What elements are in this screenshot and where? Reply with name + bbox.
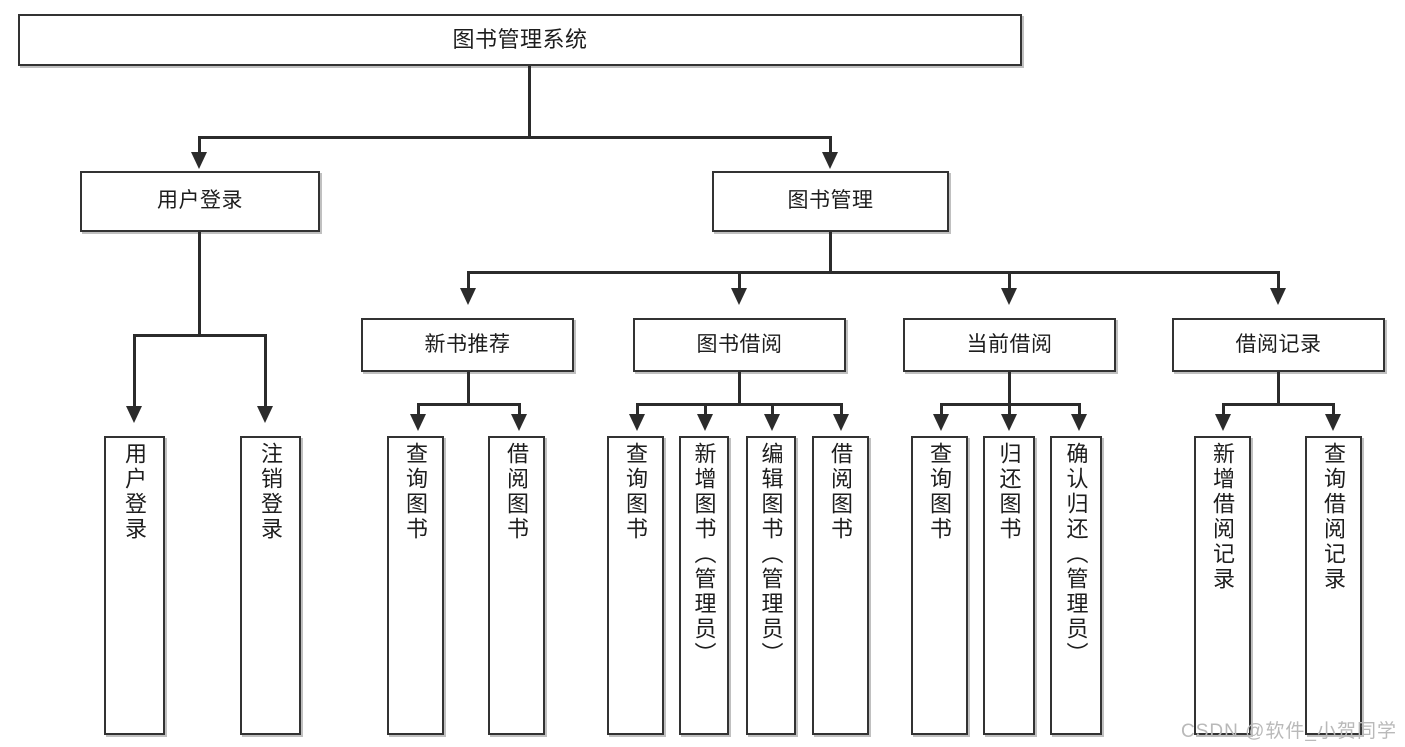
connector-br-leaf-2 (1332, 403, 1335, 417)
node-label: 查询图书 (927, 442, 953, 542)
connector-bb-leaf-2 (704, 403, 707, 417)
connector-borrow-record-stem (1277, 372, 1280, 405)
arrowhead-bb-leaf-2 (697, 414, 713, 431)
node-borrow-record[interactable]: 借阅记录 (1172, 318, 1385, 372)
arrowhead-user-login-leaf-2 (257, 406, 273, 423)
leaf-new-book-query-book[interactable]: 查询图书 (387, 436, 444, 735)
connector-root-to-user-login (198, 136, 201, 156)
leaf-borrow-record-add-record[interactable]: 新增借阅记录 (1194, 436, 1251, 735)
arrowhead-new-book-leaf-1 (410, 414, 426, 431)
node-label: 用户登录 (122, 442, 148, 542)
node-current-borrow[interactable]: 当前借阅 (903, 318, 1116, 372)
node-book-borrow[interactable]: 图书借阅 (633, 318, 846, 372)
arrowhead-to-user-login (191, 152, 207, 169)
node-label: 注销登录 (258, 442, 284, 542)
arrowhead-cb-leaf-2 (1001, 414, 1017, 431)
arrowhead-bb-leaf-1 (629, 414, 645, 431)
node-label: 新书推荐 (424, 332, 511, 356)
connector-bm-to-borrow-record (1277, 271, 1280, 291)
connector-new-book-right (518, 403, 521, 417)
node-label: 图书管理 (787, 189, 874, 213)
leaf-current-borrow-return-book[interactable]: 归还图书 (983, 436, 1035, 735)
node-label: 确认归还（管理员） (1063, 442, 1089, 667)
arrowhead-cb-leaf-1 (933, 414, 949, 431)
arrowhead-br-leaf-2 (1325, 414, 1341, 431)
connector-cb-leaf-1 (940, 403, 943, 417)
connector-bb-leaf-4 (840, 403, 843, 417)
node-label: 查询图书 (623, 442, 649, 542)
node-book-management[interactable]: 图书管理 (712, 171, 949, 232)
leaf-user-login-login[interactable]: 用户登录 (104, 436, 165, 735)
node-root-book-management-system[interactable]: 图书管理系统 (18, 14, 1022, 66)
node-label: 查询借阅记录 (1321, 442, 1347, 592)
leaf-borrow-record-query-record[interactable]: 查询借阅记录 (1305, 436, 1362, 735)
connector-bm-to-book-borrow (738, 271, 741, 291)
connector-borrow-record-bus (1222, 403, 1335, 406)
connector-bb-leaf-3 (771, 403, 774, 417)
leaf-user-login-logout[interactable]: 注销登录 (240, 436, 301, 735)
node-label: 查询图书 (403, 442, 429, 542)
node-label: 借阅记录 (1235, 332, 1322, 356)
connector-bb-leaf-1 (636, 403, 639, 417)
node-label: 借阅图书 (504, 442, 530, 542)
arrowhead-br-leaf-1 (1215, 414, 1231, 431)
arrowhead-to-borrow-record (1270, 288, 1286, 305)
connector-root-to-book-management (829, 136, 832, 156)
node-label: 新增图书（管理员） (691, 442, 717, 667)
connector-book-management-stem (829, 232, 832, 274)
node-label: 图书借阅 (696, 332, 783, 356)
arrowhead-to-book-borrow (731, 288, 747, 305)
connector-bm-to-new-book (467, 271, 470, 291)
connector-book-management-bus (467, 271, 1280, 274)
arrowhead-to-new-book (460, 288, 476, 305)
node-label: 当前借阅 (966, 332, 1053, 356)
arrowhead-cb-leaf-3 (1071, 414, 1087, 431)
node-label: 用户登录 (157, 189, 243, 213)
connector-user-login-stem (198, 232, 201, 336)
leaf-current-borrow-query-book[interactable]: 查询图书 (911, 436, 968, 735)
node-label: 借阅图书 (828, 442, 854, 542)
connector-user-login-right (264, 334, 267, 409)
node-new-book-recommend[interactable]: 新书推荐 (361, 318, 574, 372)
leaf-new-book-borrow-book[interactable]: 借阅图书 (488, 436, 545, 735)
connector-new-book-left (417, 403, 420, 417)
arrowhead-new-book-leaf-2 (511, 414, 527, 431)
node-label: 图书管理系统 (452, 27, 588, 53)
connector-cb-leaf-2 (1008, 403, 1011, 417)
connector-user-login-bus (133, 334, 267, 337)
arrowhead-to-current-borrow (1001, 288, 1017, 305)
connector-bm-to-current-borrow (1008, 271, 1011, 291)
node-user-login[interactable]: 用户登录 (80, 171, 320, 232)
node-label: 归还图书 (996, 442, 1022, 542)
leaf-book-borrow-add-book-admin[interactable]: 新增图书（管理员） (679, 436, 729, 735)
leaf-book-borrow-borrow-book[interactable]: 借阅图书 (812, 436, 869, 735)
connector-root-stem (528, 66, 531, 138)
connector-book-borrow-bus (636, 403, 843, 406)
connector-user-login-left (133, 334, 136, 409)
arrowhead-user-login-leaf-1 (126, 406, 142, 423)
leaf-current-borrow-confirm-return-admin[interactable]: 确认归还（管理员） (1050, 436, 1102, 735)
leaf-book-borrow-query-book[interactable]: 查询图书 (607, 436, 664, 735)
arrowhead-bb-leaf-3 (764, 414, 780, 431)
arrowhead-bb-leaf-4 (833, 414, 849, 431)
node-label: 编辑图书（管理员） (758, 442, 784, 667)
connector-root-bus (198, 136, 832, 139)
connector-current-borrow-stem (1008, 372, 1011, 405)
connector-br-leaf-1 (1222, 403, 1225, 417)
leaf-book-borrow-edit-book-admin[interactable]: 编辑图书（管理员） (746, 436, 796, 735)
connector-new-book-bus (417, 403, 521, 406)
connector-book-borrow-stem (738, 372, 741, 405)
node-label: 新增借阅记录 (1210, 442, 1236, 592)
connector-new-book-stem (467, 372, 470, 405)
connector-cb-leaf-3 (1078, 403, 1081, 417)
arrowhead-to-book-management (822, 152, 838, 169)
